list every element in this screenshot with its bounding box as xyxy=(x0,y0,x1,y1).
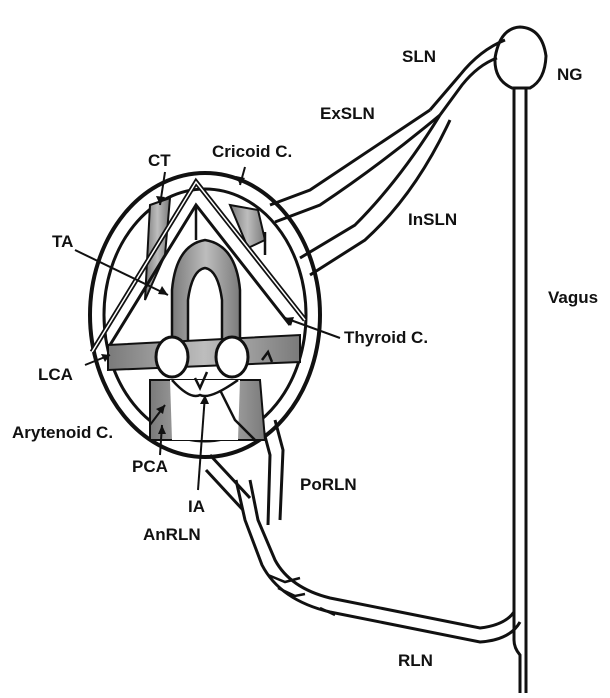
label-ta: TA xyxy=(52,232,73,251)
anterior-rln-twig xyxy=(210,455,250,498)
label-ct: CT xyxy=(148,151,171,170)
recurrent-laryngeal-nerve xyxy=(236,480,520,642)
label-sln: SLN xyxy=(402,47,436,66)
superior-laryngeal-nerve xyxy=(430,40,505,115)
nodose-ganglion xyxy=(495,27,546,88)
label-vagus: Vagus xyxy=(548,288,598,307)
label-lca: LCA xyxy=(38,365,73,384)
label-porln: PoRLN xyxy=(300,475,357,494)
arytenoid-cartilage-left xyxy=(156,337,188,377)
label-exsln: ExSLN xyxy=(320,104,375,123)
rln-twigs xyxy=(268,575,335,615)
label-thyroid-cartilage: Thyroid C. xyxy=(344,328,428,347)
label-arytenoid-cartilage: Arytenoid C. xyxy=(12,423,113,442)
label-ng: NG xyxy=(557,65,583,84)
label-anrln: AnRLN xyxy=(143,525,201,544)
external-sln-branch xyxy=(270,110,440,222)
internal-sln-branch xyxy=(300,115,450,275)
label-rln: RLN xyxy=(398,651,433,670)
label-ia: IA xyxy=(188,497,205,516)
label-insln: InSLN xyxy=(408,210,457,229)
label-cricoid-cartilage: Cricoid C. xyxy=(212,142,292,161)
arytenoid-cartilage-right xyxy=(216,337,248,377)
vagus-nerve xyxy=(514,85,526,693)
label-pca: PCA xyxy=(132,457,168,476)
